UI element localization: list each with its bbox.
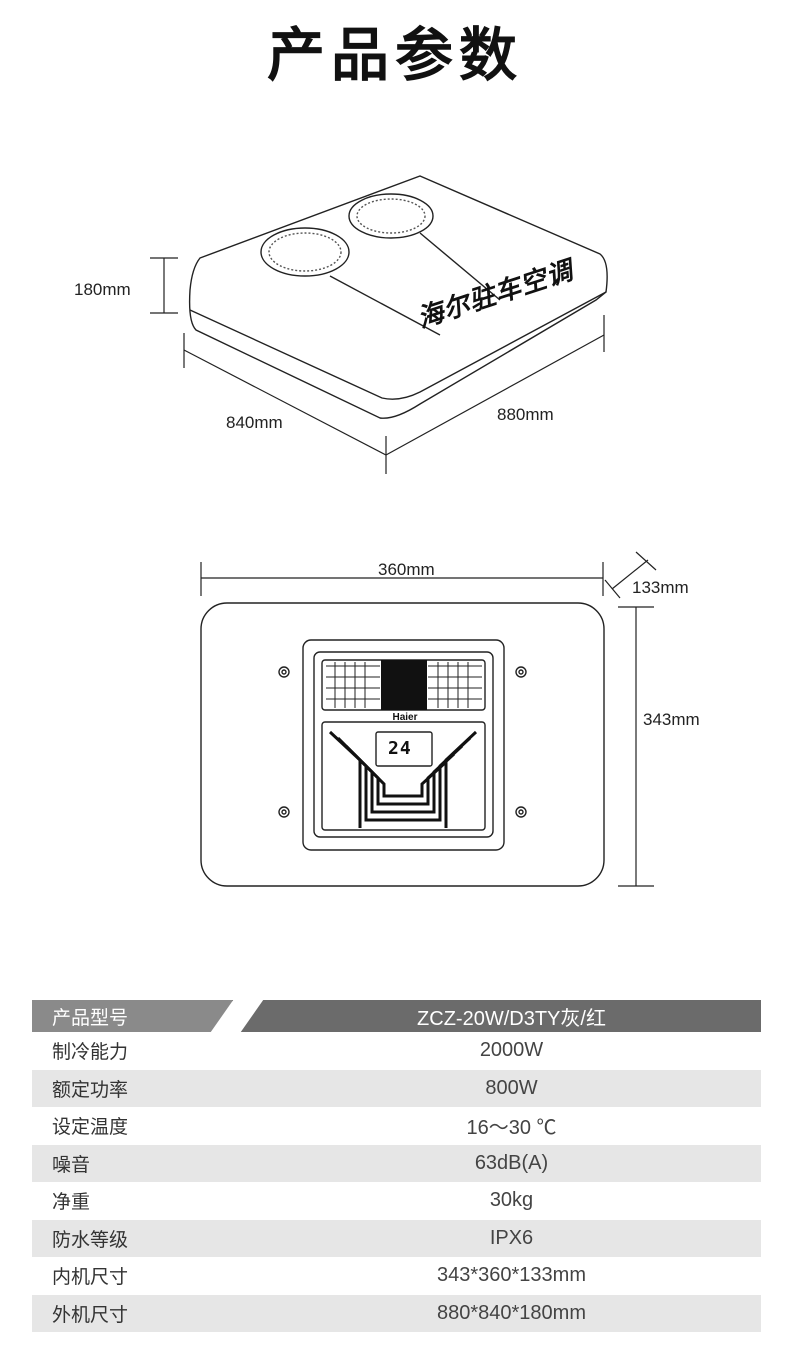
spec-value: 63dB(A) <box>474 1151 549 1174</box>
inner-width-label: 360mm <box>378 560 435 579</box>
spec-key: 制冷能力 <box>52 1041 129 1064</box>
vent-lines <box>328 730 478 828</box>
outer-width-label: 880mm <box>497 405 554 424</box>
spec-key: 外机尺寸 <box>52 1303 129 1326</box>
spec-value: ZCZ-20W/D3TY灰/红 <box>417 1007 606 1030</box>
spec-row: 防水等级 IPX6 <box>32 1219 761 1257</box>
spec-key: 设定温度 <box>52 1116 129 1139</box>
spec-key: 防水等级 <box>52 1228 129 1251</box>
spec-table: 产品型号 ZCZ-20W/D3TY灰/红 制冷能力 2000W 额定功率 800… <box>32 1000 761 1332</box>
spec-row: 额定功率 800W <box>32 1069 761 1107</box>
inner-height-label: 343mm <box>643 710 700 729</box>
spec-key: 额定功率 <box>52 1078 129 1101</box>
spec-key: 内机尺寸 <box>52 1266 129 1289</box>
spec-value: 30kg <box>489 1189 534 1212</box>
outer-unit-drawing <box>188 175 608 419</box>
spec-row: 净重 30kg <box>32 1182 761 1220</box>
inner-dimension-lines <box>200 551 657 887</box>
outer-height-label: 180mm <box>74 280 131 299</box>
spec-value: 800W <box>485 1076 538 1099</box>
inner-depth-label: 133mm <box>632 578 689 597</box>
spec-key: 净重 <box>52 1191 91 1214</box>
spec-row: 外机尺寸 880*840*180mm <box>32 1294 761 1332</box>
spec-value: 880*840*180mm <box>437 1301 586 1324</box>
spec-value: 2000W <box>479 1039 544 1062</box>
spec-value: 343*360*133mm <box>437 1264 586 1287</box>
haier-logo: Haier <box>392 712 418 723</box>
spec-row: 内机尺寸 343*360*133mm <box>32 1257 761 1295</box>
spec-key: 噪音 <box>52 1153 91 1176</box>
spec-key: 产品型号 <box>52 1006 129 1029</box>
outer-dimension-lines <box>150 257 605 474</box>
spec-value: 16～30 ℃ <box>466 1117 557 1140</box>
spec-header-row: 产品型号 ZCZ-20W/D3TY灰/红 <box>32 1000 761 1032</box>
spec-row: 制冷能力 2000W <box>32 1032 761 1070</box>
page-title: 产品参数 <box>266 21 523 89</box>
lcd-display: 24 <box>388 738 412 759</box>
outer-depth-label: 840mm <box>226 413 283 432</box>
spec-row: 设定温度 16～30 ℃ <box>32 1107 761 1145</box>
spec-value: IPX6 <box>489 1226 534 1249</box>
spec-row: 噪音 63dB(A) <box>32 1144 761 1182</box>
